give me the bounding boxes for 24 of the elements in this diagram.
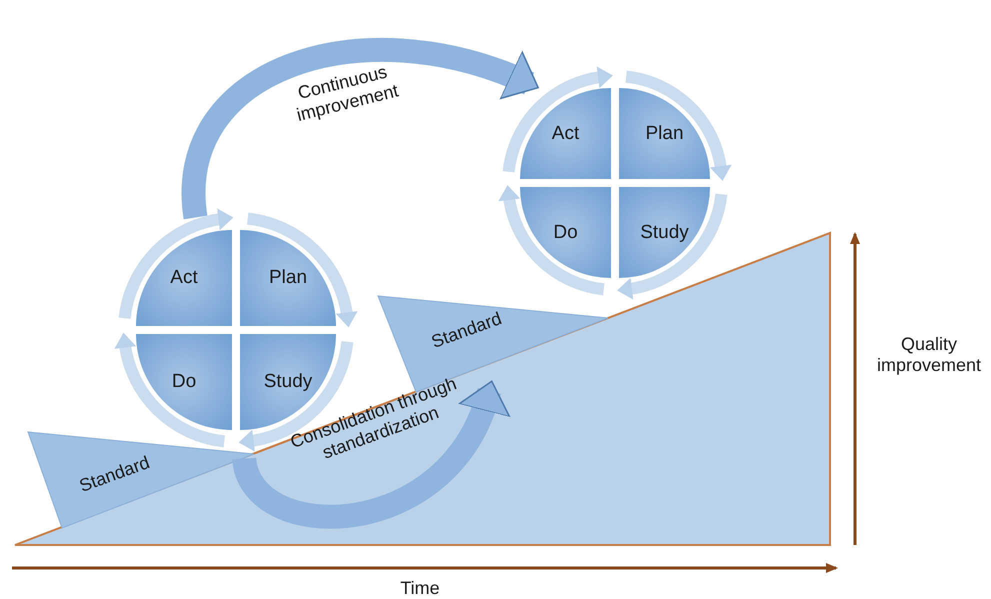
quadrant-label: Act bbox=[170, 267, 198, 289]
plan-quadrant bbox=[240, 230, 336, 326]
curved-block-arrow bbox=[182, 38, 540, 218]
quadrant-label: Act bbox=[552, 122, 580, 144]
cycle-arrow bbox=[625, 70, 732, 181]
act-quadrant bbox=[136, 230, 232, 326]
cycle-arrow bbox=[118, 208, 234, 320]
plan-quadrant bbox=[619, 88, 710, 179]
quadrant-label: Plan bbox=[268, 267, 308, 289]
quadrant-label: Study bbox=[640, 222, 689, 244]
cycle-arrow bbox=[502, 66, 613, 173]
quadrant-label: Do bbox=[172, 371, 196, 393]
do-quadrant bbox=[136, 334, 232, 430]
quadrant-label: Plan bbox=[645, 122, 684, 144]
curved-block-arrow bbox=[232, 380, 508, 529]
cycle-arrow bbox=[238, 340, 354, 452]
quadrant-label: Study bbox=[264, 371, 312, 393]
axis-label: Quality improvement bbox=[876, 334, 982, 376]
axis-label: Time bbox=[399, 578, 441, 599]
quadrant-label: Do bbox=[553, 222, 578, 244]
cycle-arrow bbox=[246, 212, 358, 328]
cycle-arrow bbox=[617, 193, 728, 300]
do-quadrant bbox=[520, 187, 611, 278]
study-quadrant bbox=[619, 187, 710, 278]
